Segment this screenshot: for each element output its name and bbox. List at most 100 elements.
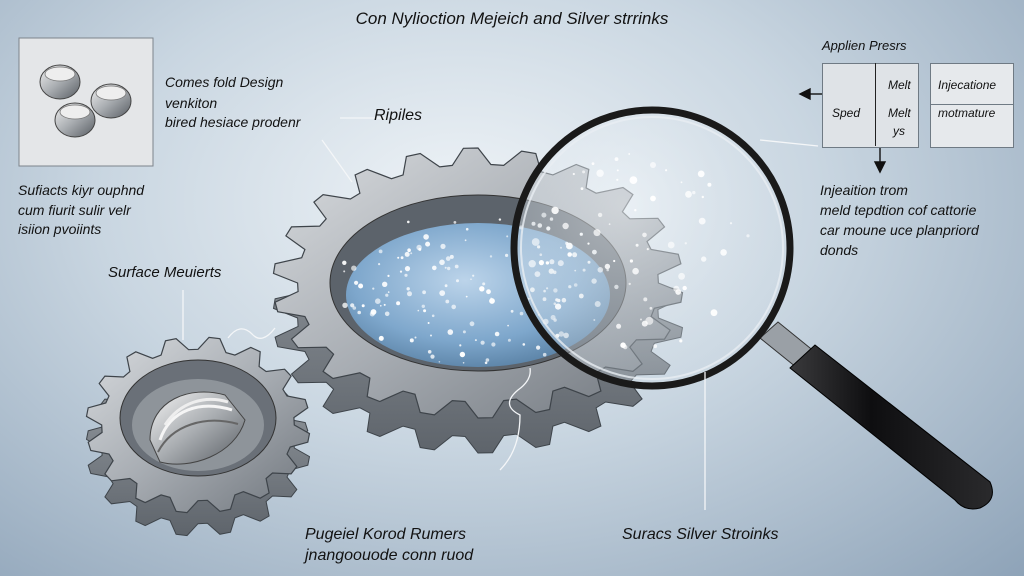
bubble-mark	[507, 338, 511, 342]
bubble-mark	[439, 290, 446, 296]
bubble-mark	[593, 229, 601, 237]
bubble-mark	[549, 259, 555, 265]
bubble-mark	[445, 256, 451, 261]
bubble-mark	[729, 222, 733, 225]
pellet-inset	[18, 37, 154, 167]
leader-lines	[182, 117, 819, 510]
bubble-mark	[404, 273, 408, 277]
bubble-mark	[545, 261, 550, 265]
bubble-mark	[464, 239, 467, 242]
bubble-mark	[623, 344, 628, 350]
left-note-line-1: Sufiacts kiyr ouphnd	[18, 182, 145, 198]
ribbed-insert	[149, 391, 246, 465]
bubble-mark	[378, 335, 384, 341]
process-box-right-divider	[930, 104, 1013, 105]
bubble-mark	[494, 331, 500, 337]
bubble-mark	[449, 254, 454, 259]
design-heading: Comes fold Design	[165, 74, 284, 90]
bubble-mark	[399, 270, 403, 273]
process-ys-label: ys	[893, 124, 905, 138]
bubble-mark	[427, 322, 430, 324]
bubble-mark	[385, 293, 389, 297]
bubble-mark	[490, 297, 493, 300]
bubble-mark	[432, 265, 437, 271]
right-note-line-1: Injeaition trom	[820, 182, 908, 198]
bubble-mark	[679, 339, 683, 343]
bubble-mark	[491, 342, 496, 347]
bubble-mark	[378, 249, 383, 254]
bubble-mark	[616, 169, 619, 172]
bubble-mark	[596, 169, 604, 177]
bubble-mark	[454, 264, 459, 269]
bubble-mark	[439, 259, 445, 266]
bubble-mark	[707, 182, 712, 187]
bubble-mark	[396, 301, 401, 306]
bubble-mark	[445, 299, 450, 304]
bubble-mark	[616, 323, 622, 329]
bubble-mark	[531, 238, 540, 246]
bubble-mark	[465, 227, 469, 231]
bubble-mark	[591, 162, 595, 166]
bubble-mark	[536, 345, 541, 350]
bubble-mark	[580, 187, 584, 191]
bubble-mark	[616, 178, 619, 181]
bubble-mark	[375, 298, 381, 305]
bubble-mark	[629, 259, 634, 263]
bubble-mark	[440, 243, 446, 249]
bubble-mark	[438, 361, 441, 363]
bubble-mark	[422, 290, 426, 295]
bubble-mark	[538, 260, 545, 266]
bubble-mark	[404, 251, 410, 257]
bubble-mark	[407, 248, 411, 252]
bubble-mark	[746, 234, 750, 238]
bubble-mark	[665, 169, 668, 172]
bubble-mark	[482, 282, 486, 286]
bubble-mark	[506, 235, 509, 238]
bubble-mark	[635, 243, 639, 247]
bubble-mark	[582, 170, 586, 174]
bubble-mark	[352, 306, 357, 310]
bubble-mark	[567, 252, 572, 257]
bubble-mark	[682, 285, 687, 291]
bubble-mark	[653, 344, 658, 349]
process-box-header: Applien Presrs	[822, 38, 907, 53]
bubble-mark	[650, 195, 656, 202]
magnifying-glass-icon	[510, 106, 993, 510]
bubble-mark	[447, 329, 454, 335]
bubble-mark	[409, 338, 414, 343]
bubble-mark	[407, 220, 410, 224]
bubble-mark	[430, 334, 432, 337]
bubble-mark	[387, 291, 390, 293]
bubble-mark	[701, 256, 707, 262]
ripples-label: Ripiles	[374, 107, 423, 124]
bubble-mark	[387, 274, 390, 277]
bubble-mark	[720, 249, 727, 256]
bubble-mark	[421, 304, 425, 308]
pellet-icon	[39, 64, 81, 100]
bubble-mark	[519, 311, 524, 316]
bubble-mark	[372, 287, 375, 290]
bubble-mark	[685, 190, 692, 198]
small-gear	[85, 336, 311, 537]
bubble-mark	[684, 242, 687, 245]
bubble-mark	[427, 350, 432, 354]
bubble-mark	[447, 266, 451, 271]
pellet-icon	[90, 83, 132, 119]
bubble-mark	[587, 242, 590, 245]
bubble-mark	[591, 278, 597, 284]
bubble-mark	[486, 289, 491, 295]
bubble-mark	[414, 336, 417, 339]
bubble-mark	[645, 316, 654, 325]
bubble-mark	[673, 285, 680, 292]
bottom-left-label-line-2: jnangoouode conn ruod	[305, 547, 474, 564]
bubble-mark	[383, 303, 386, 306]
bubble-mark	[498, 218, 502, 221]
bubble-mark	[555, 303, 562, 310]
bubble-mark	[343, 270, 346, 273]
bubble-mark	[416, 244, 422, 251]
page-title: Con Nylioction Mejeich and Silver strrin…	[355, 9, 669, 28]
bubble-mark	[382, 281, 388, 287]
process-melt-label-2: Melt	[888, 106, 911, 120]
bubble-mark	[572, 172, 575, 176]
